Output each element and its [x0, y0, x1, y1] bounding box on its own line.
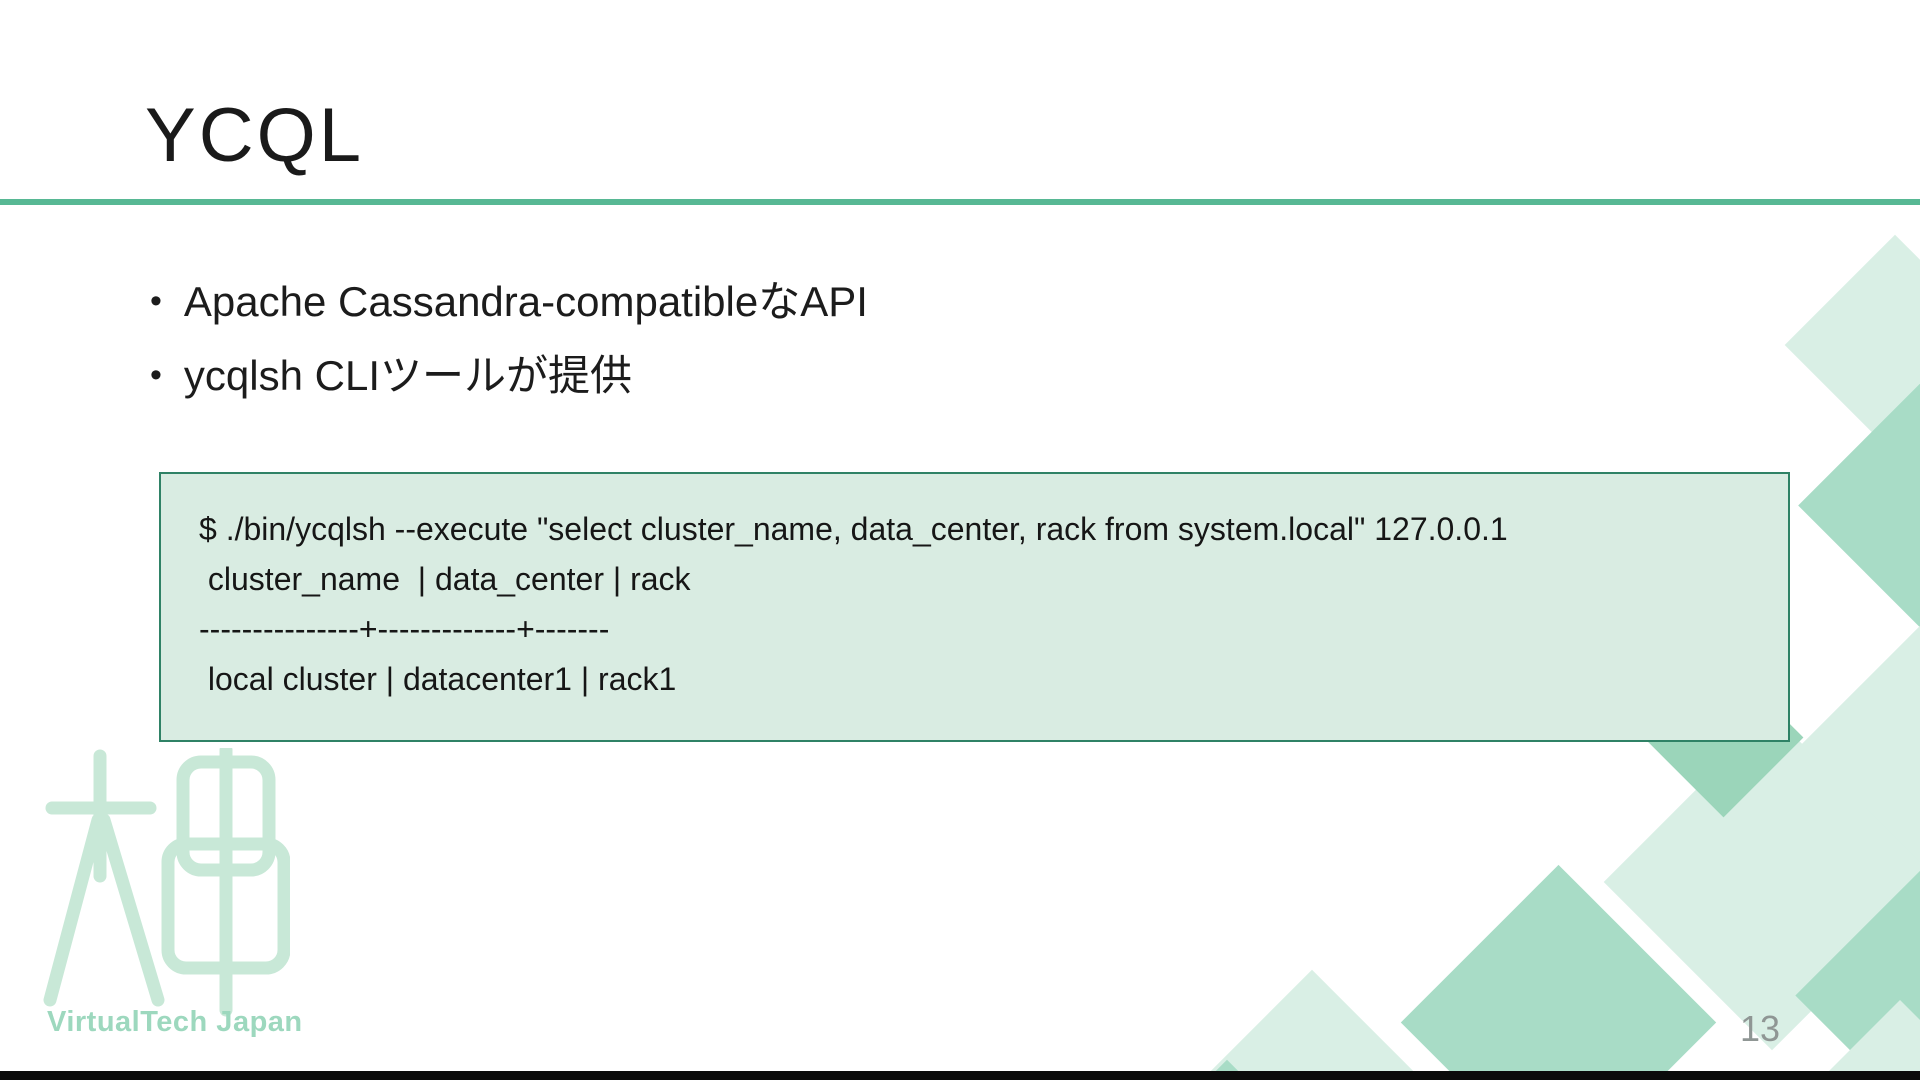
terminal-table-row: local cluster | datacenter1 | rack1 — [199, 661, 677, 697]
bottom-bar — [0, 1071, 1920, 1080]
bullet-item: • Apache Cassandra-compatibleなAPI — [150, 268, 868, 342]
page-number: 13 — [1740, 1008, 1781, 1049]
logo-stroke — [43, 813, 105, 1007]
bullet-list: • Apache Cassandra-compatibleなAPI • ycql… — [150, 268, 868, 416]
bullet-item: • ycqlsh CLIツールが提供 — [150, 342, 868, 416]
bullet-text: Apache Cassandra-compatibleなAPI — [183, 278, 868, 325]
logo-text: VirtualTech Japan — [47, 1006, 303, 1038]
terminal-output-box: $ ./bin/ycqlsh --execute "select cluster… — [159, 472, 1790, 742]
bullet-marker: • — [150, 282, 162, 320]
title-underline — [0, 199, 1920, 205]
bullet-marker: • — [150, 356, 162, 394]
slide-title: YCQL — [145, 93, 364, 178]
bullet-text: ycqlsh CLIツールが提供 — [183, 352, 632, 399]
terminal-command-line: $ ./bin/ycqlsh --execute "select cluster… — [199, 511, 1508, 547]
logo-stroke — [97, 813, 165, 1007]
terminal-table-header: cluster_name | data_center | rack — [199, 561, 691, 597]
terminal-table-divider: ---------------+-------------+------- — [199, 611, 610, 647]
virtualtech-japan-logo-icon — [43, 748, 290, 1017]
